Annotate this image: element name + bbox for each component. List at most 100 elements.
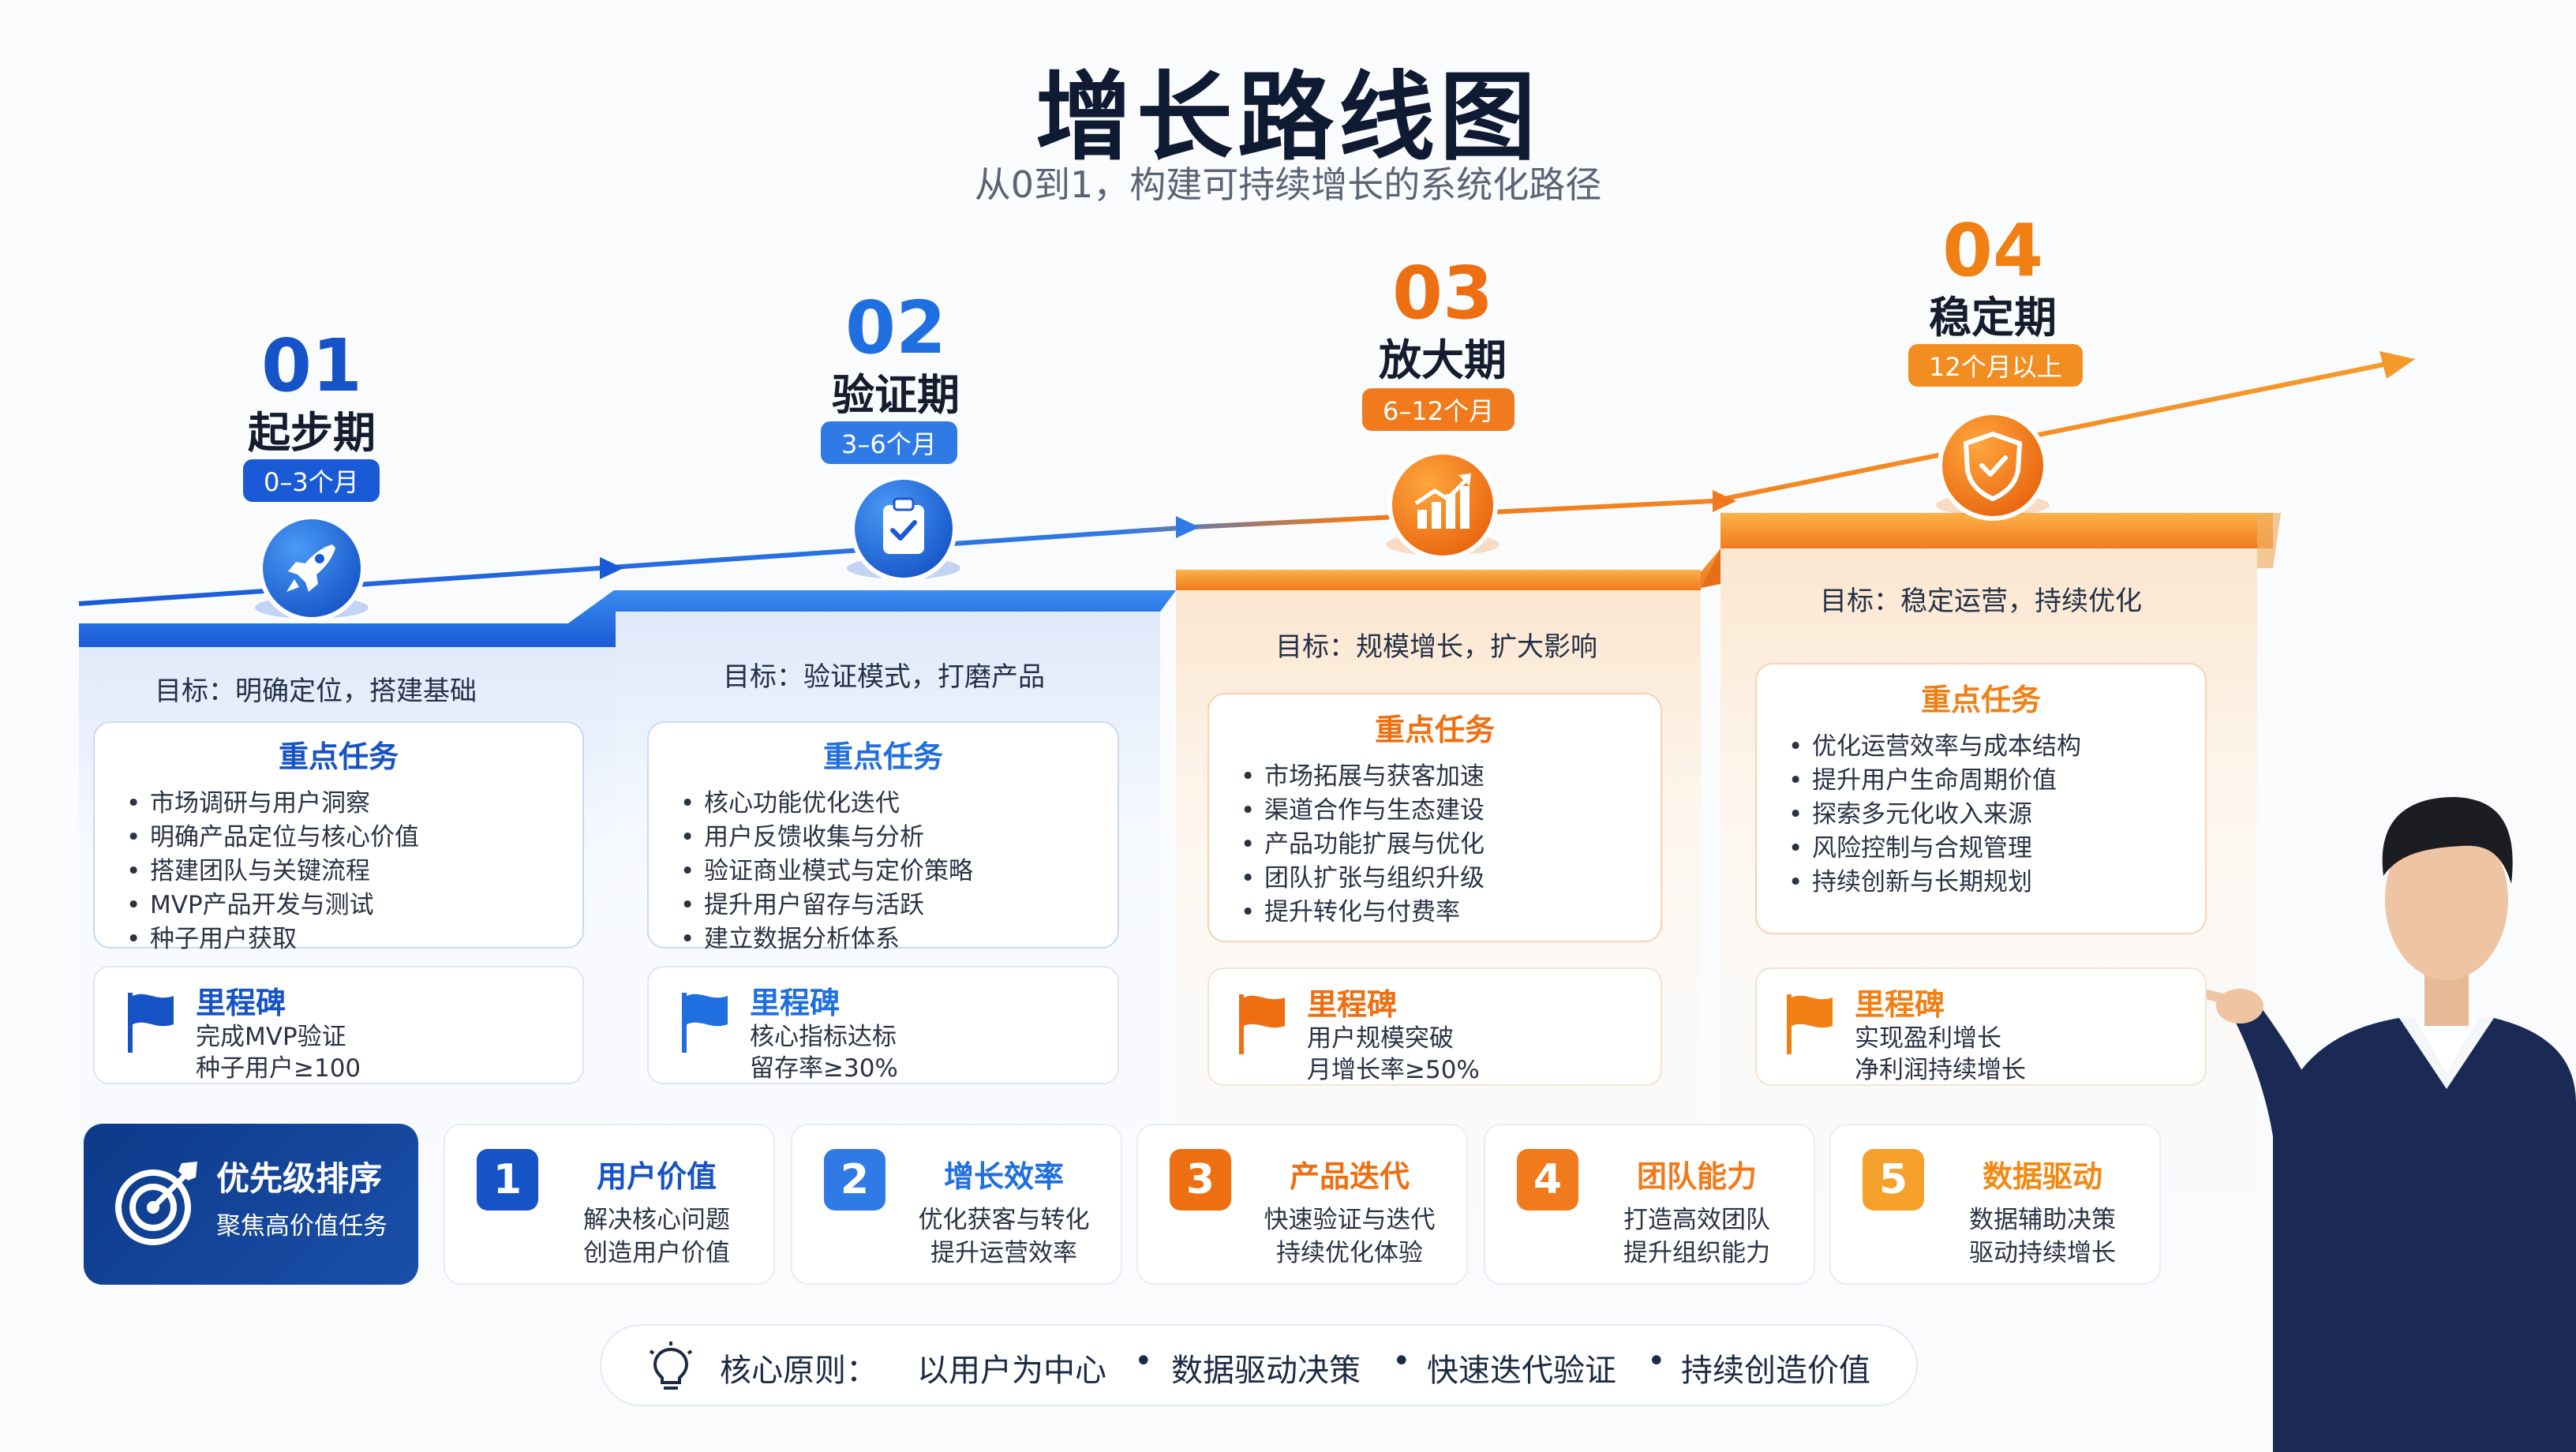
milestone-title: 里程碑 xyxy=(196,986,286,1020)
task-item: 种子用户获取 xyxy=(126,922,582,956)
flag-icon xyxy=(1239,994,1285,1054)
priority-badge: 2 xyxy=(824,1149,886,1211)
task-item: 提升转化与付费率 xyxy=(1241,896,1661,930)
stage-2-task-list: 核心功能优化迭代 用户反馈收集与分析 验证商业模式与定价策略 提升用户留存与活跃… xyxy=(649,787,1118,956)
stage-3-tasks-title: 重点任务 xyxy=(1374,713,1495,747)
task-item: 提升用户留存与活跃 xyxy=(680,889,1118,922)
milestone-line: 净利润持续增长 xyxy=(1855,1056,2026,1084)
stage-1-task-list: 市场调研与用户洞察 明确产品定位与核心价值 搭建团队与关键流程 MVP产品开发与… xyxy=(95,787,582,956)
priority-item-line: 创造用户价值 xyxy=(583,1239,730,1267)
core-principles-bar: 核心原则： 以用户为中心 • 数据驱动决策 • 快速迭代验证 • 持续创造价值 xyxy=(600,1324,1918,1406)
priority-item-line: 快速验证与迭代 xyxy=(1264,1206,1436,1234)
stage-2-number: 02 xyxy=(844,286,947,370)
flag-icon xyxy=(682,993,728,1053)
stage-2-tasks-card: 重点任务 核心功能优化迭代 用户反馈收集与分析 验证商业模式与定价策略 提升用户… xyxy=(647,721,1119,956)
stage-2-period: 3–6个月 xyxy=(821,421,957,464)
stage-1-milestone-card: 里程碑 完成MVP验证 种子用户≥100 xyxy=(93,966,584,1084)
milestone-line: 完成MVP验证 xyxy=(196,1023,346,1051)
task-item: 探索多元化收入来源 xyxy=(1788,798,2205,832)
stage-4-tasks-title: 重点任务 xyxy=(1920,683,2041,717)
task-item: 市场拓展与获客加速 xyxy=(1241,760,1661,794)
core-separator: • xyxy=(1134,1343,1153,1379)
flag-icon xyxy=(128,993,174,1053)
stage-3-name: 放大期 xyxy=(1379,335,1507,385)
milestone-line: 核心指标达标 xyxy=(750,1023,897,1051)
growth-chart-icon xyxy=(1414,473,1471,529)
stage-1-period: 0–3个月 xyxy=(243,459,380,502)
priority-item-title: 团队能力 xyxy=(1636,1159,1757,1194)
priority-item-4: 4 团队能力 打造高效团队 提升组织能力 xyxy=(1484,1124,1815,1285)
stage-3-circle xyxy=(1386,450,1500,560)
priority-badge: 3 xyxy=(1170,1149,1231,1211)
stage-2-tasks-title: 重点任务 xyxy=(822,739,943,774)
priority-item-line: 持续优化体验 xyxy=(1276,1239,1423,1267)
milestone-title: 里程碑 xyxy=(1307,987,1398,1022)
stage-2-name: 验证期 xyxy=(832,370,960,420)
priority-item-title: 数据驱动 xyxy=(1982,1159,2102,1194)
stage-4-period: 12个月以上 xyxy=(1908,344,2083,387)
core-item: 持续创造价值 xyxy=(1681,1353,1870,1389)
task-item: 优化运营效率与成本结构 xyxy=(1788,730,2205,764)
stage-1-name: 起步期 xyxy=(248,408,376,458)
priority-badge: 5 xyxy=(1863,1149,1924,1211)
task-item: 建立数据分析体系 xyxy=(680,922,1118,956)
priority-subtitle: 聚焦高价值任务 xyxy=(216,1212,388,1241)
priority-card: 优先级排序 聚焦高价值任务 xyxy=(84,1124,418,1285)
stage-3-task-list: 市场拓展与获客加速 渠道合作与生态建设 产品功能扩展与优化 团队扩张与组织升级 … xyxy=(1209,760,1661,930)
milestone-title: 里程碑 xyxy=(1855,987,1945,1022)
priority-item-title: 增长效率 xyxy=(943,1159,1064,1194)
priority-item-title: 用户价值 xyxy=(596,1159,717,1194)
stage-3-number: 03 xyxy=(1391,251,1494,335)
stage-3-tasks-card: 重点任务 市场拓展与获客加速 渠道合作与生态建设 产品功能扩展与优化 团队扩张与… xyxy=(1208,693,1662,942)
core-separator: • xyxy=(1392,1343,1411,1379)
task-item: 明确产品定位与核心价值 xyxy=(126,821,582,855)
task-item: 渠道合作与生态建设 xyxy=(1241,794,1661,828)
stage-4-circle xyxy=(1936,410,2050,521)
task-item: 团队扩张与组织升级 xyxy=(1241,862,1661,896)
stage-4-name: 稳定期 xyxy=(1929,293,2057,342)
task-item: MVP产品开发与测试 xyxy=(126,889,582,922)
priority-item-line: 提升运营效率 xyxy=(930,1239,1077,1267)
priority-item-line: 数据辅助决策 xyxy=(1969,1206,2116,1234)
page-subtitle: 从0到1，构建可持续增长的系统化路径 xyxy=(974,163,1602,206)
core-item: 以用户为中心 xyxy=(917,1353,1106,1389)
milestone-line: 用户规模突破 xyxy=(1307,1024,1454,1053)
stage-4-task-list: 优化运营效率与成本结构 提升用户生命周期价值 探索多元化收入来源 风险控制与合规… xyxy=(1757,730,2205,900)
stage-2-milestone-card: 里程碑 核心指标达标 留存率≥30% xyxy=(647,966,1119,1084)
core-label: 核心原则： xyxy=(720,1353,878,1389)
stage-4-number: 04 xyxy=(1941,208,2044,293)
priority-item-title: 产品迭代 xyxy=(1289,1159,1410,1194)
priority-item-line: 解决核心问题 xyxy=(583,1206,730,1234)
task-item: 提升用户生命周期价值 xyxy=(1788,764,2205,798)
task-item: 持续创新与长期规划 xyxy=(1788,866,2205,900)
milestone-line: 月增长率≥50% xyxy=(1307,1056,1480,1084)
task-item: 核心功能优化迭代 xyxy=(680,787,1118,821)
priority-badge: 4 xyxy=(1517,1149,1578,1211)
milestone-line: 种子用户≥100 xyxy=(196,1054,361,1083)
target-icon xyxy=(115,1162,197,1245)
clipboard-check-icon xyxy=(883,497,924,554)
stage-1-goal: 目标：明确定位，搭建基础 xyxy=(155,675,477,707)
shield-check-icon xyxy=(1963,431,2023,502)
priority-badge: 1 xyxy=(477,1149,538,1211)
task-item: 风险控制与合规管理 xyxy=(1788,832,2205,866)
task-item: 验证商业模式与定价策略 xyxy=(680,855,1118,889)
priority-item-line: 优化获客与转化 xyxy=(918,1206,1090,1234)
stage-3-period: 6–12个月 xyxy=(1362,388,1515,431)
core-item: 快速迭代验证 xyxy=(1427,1353,1616,1389)
lightbulb-icon xyxy=(649,1342,693,1390)
core-item: 数据驱动决策 xyxy=(1171,1353,1361,1389)
task-item: 用户反馈收集与分析 xyxy=(680,821,1118,855)
stage-4-milestone-card: 里程碑 实现盈利增长 净利润持续增长 xyxy=(1755,967,2207,1086)
rocket-icon xyxy=(286,544,335,592)
presenter-illustration xyxy=(2194,797,2576,1452)
stage-1-tasks-card: 重点任务 市场调研与用户洞察 明确产品定位与核心价值 搭建团队与关键流程 MVP… xyxy=(93,721,584,956)
flag-icon xyxy=(1787,994,1833,1054)
priority-item-5: 5 数据驱动 数据辅助决策 驱动持续增长 xyxy=(1829,1124,2161,1285)
core-separator: • xyxy=(1647,1343,1666,1379)
stage-1-tasks-title: 重点任务 xyxy=(278,739,399,774)
priority-item-line: 打造高效团队 xyxy=(1623,1206,1770,1234)
priority-item-1: 1 用户价值 解决核心问题 创造用户价值 xyxy=(444,1124,775,1285)
stage-2-goal: 目标：验证模式，打磨产品 xyxy=(723,661,1045,693)
stage-4-tasks-card: 重点任务 优化运营效率与成本结构 提升用户生命周期价值 探索多元化收入来源 风险… xyxy=(1755,663,2207,934)
